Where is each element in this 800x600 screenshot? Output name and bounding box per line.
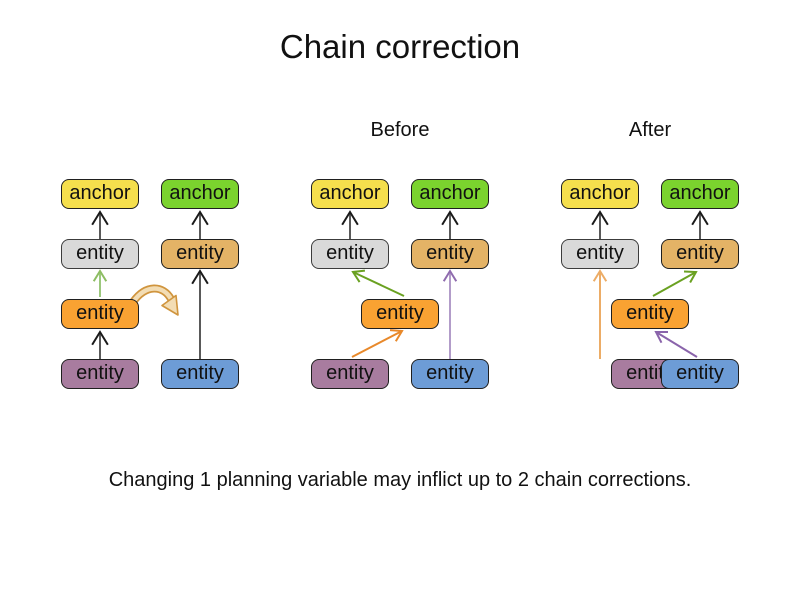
- arrow-entity-purple-to-entity-orange: [91, 330, 109, 359]
- arrow-entity-orange-to-entity-tan: [652, 270, 698, 297]
- node-entity-tan: entity: [411, 239, 489, 269]
- panel-label-before: Before: [370, 119, 430, 141]
- arrow-entity-gray-to-anchor-yellow: [91, 210, 109, 239]
- arrow-entity-orange-to-entity-gray: [92, 269, 108, 297]
- node-anchor-green: anchor: [411, 179, 489, 209]
- node-entity-blue: entity: [661, 359, 739, 389]
- node-entity-blue: entity: [161, 359, 239, 389]
- arrow-entity-purple-to-entity-gray: [592, 269, 608, 359]
- node-entity-orange: entity: [361, 299, 439, 329]
- arrow-entity-gray-to-anchor-yellow: [591, 210, 609, 239]
- arrow-entity-orange-to-entity-gray: [351, 269, 405, 297]
- node-entity-tan: entity: [161, 239, 239, 269]
- node-entity-gray: entity: [311, 239, 389, 269]
- caption: Changing 1 planning variable may inflict…: [108, 469, 692, 491]
- arrow-entity-purple-to-entity-orange: [351, 329, 404, 358]
- node-entity-blue: entity: [411, 359, 489, 389]
- arrow-entity-blue-to-entity-tan: [442, 269, 458, 359]
- node-anchor-yellow: anchor: [61, 179, 139, 209]
- arrow-entity-blue-to-entity-tan: [191, 269, 209, 359]
- node-anchor-yellow: anchor: [561, 179, 639, 209]
- node-entity-gray: entity: [561, 239, 639, 269]
- arrow-entity-blue-to-entity-orange: [654, 330, 698, 358]
- node-entity-purple: entity: [311, 359, 389, 389]
- node-entity-orange: entity: [61, 299, 139, 329]
- move-arrow: [129, 284, 179, 316]
- node-anchor-yellow: anchor: [311, 179, 389, 209]
- node-anchor-green: anchor: [161, 179, 239, 209]
- node-entity-purple: entity: [61, 359, 139, 389]
- panel-label-after: After: [628, 119, 672, 141]
- node-anchor-green: anchor: [661, 179, 739, 209]
- node-entity-orange: entity: [611, 299, 689, 329]
- arrow-entity-tan-to-anchor-green: [691, 210, 709, 239]
- arrow-entity-tan-to-anchor-green: [191, 210, 209, 239]
- node-entity-gray: entity: [61, 239, 139, 269]
- arrow-entity-gray-to-anchor-yellow: [341, 210, 359, 239]
- arrow-entity-tan-to-anchor-green: [441, 210, 459, 239]
- node-entity-tan: entity: [661, 239, 739, 269]
- page-title: Chain correction: [279, 28, 521, 65]
